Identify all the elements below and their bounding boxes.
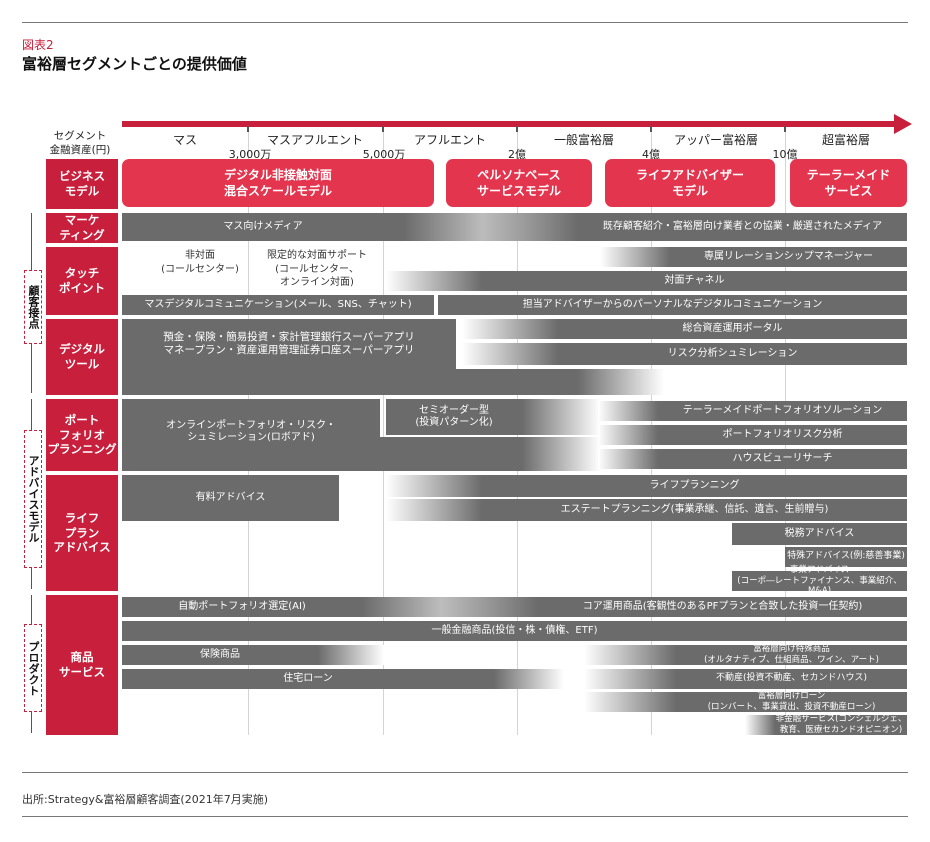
bar-mass-digital: マスデジタルコミュニケーション(メール、SNS、チャット): [122, 295, 434, 315]
fade-block: [522, 399, 600, 435]
bar-robo-extension: [122, 437, 522, 471]
fade-block: [598, 449, 658, 469]
figure-label: 図表2: [22, 38, 54, 52]
bar-paid-advice: 有料アドバイス: [122, 475, 339, 521]
fade-block: [584, 692, 676, 712]
bar-mass-media: マス向けメディア: [122, 213, 404, 241]
tick-label: 4億: [642, 148, 660, 161]
bar-house-view: ハウスビューリサーチ: [658, 449, 907, 469]
bar-wealthy-media: 既存顧客紹介・富裕層向け業者との協業・厳選されたメディア: [578, 213, 907, 241]
business-model-tailormade: テーラーメイド サービス: [790, 159, 907, 207]
row-label-products: 商品 サービス: [46, 595, 118, 735]
bar-semi-order: セミオーダー型 (投資パターン化): [386, 399, 522, 435]
fade-block: [362, 597, 538, 617]
fade-block: [494, 669, 564, 689]
bar-nonfinancial: 非金融サービス(コンシェルジェ、 教育、医療セカンドオピニオン): [775, 714, 907, 735]
bar-wealthy-loan: 富裕層向けローン (ロンバート、事業貸出、投資不動産ローン): [676, 691, 907, 712]
bar-tailormade-portfolio: テーラーメイドポートフォリオソルーション: [658, 401, 907, 421]
row-label-lifeplan: ライフ プラン アドバイス: [46, 475, 118, 591]
fade-block: [318, 645, 384, 665]
bar-core-products: コア運用商品(客観性のあるPFプランと合致した投資一任契約): [538, 597, 907, 617]
row-label-marketing: マーケ ティング: [46, 213, 118, 243]
bar-mortgage: 住宅ローン: [122, 669, 494, 689]
bar-relationship-manager: 専属リレーションシップマネージャー: [670, 247, 907, 267]
business-model-persona: ペルソナベース サービスモデル: [446, 159, 592, 207]
business-model-life-advisor: ライフアドバイザー モデル: [605, 159, 775, 207]
fade-block: [578, 369, 664, 395]
fade-block: [584, 669, 676, 689]
bar-super-apps: 預金・保険・簡易投資・家計管理銀行スーパーアプリ マネープラン・資産運用管理証券…: [122, 319, 456, 369]
fade-block: [462, 319, 558, 339]
fade-block: [386, 271, 482, 291]
tick-label: 5,000万: [362, 148, 406, 161]
row-label-digital-tool: デジタル ツール: [46, 319, 118, 395]
bar-real-estate: 不動産(投資不動産、セカンドハウス): [676, 669, 907, 689]
fade-block: [745, 715, 775, 735]
bar-tax-advice: 税務アドバイス: [732, 523, 907, 545]
axis-arrow: [122, 114, 912, 134]
fade-block: [386, 475, 482, 497]
segment-label: 超富裕層: [821, 133, 871, 147]
axis-header-assets: 金融資産(円): [49, 143, 111, 156]
bar-risk-simulation: リスク分析シュミレーション: [558, 343, 907, 365]
group-label-advice: アドバイスモデル: [24, 430, 42, 568]
segment-label: アッパー富裕層: [673, 133, 759, 147]
bar-personal-digital: 担当アドバイザーからのパーソナルなデジタルコミュニケーション: [438, 295, 907, 315]
tick-mark: [382, 126, 384, 132]
tick-label: 3,000万: [228, 148, 272, 161]
bar-auto-portfolio: 自動ポートフォリオ選定(AI): [122, 597, 362, 617]
fade-block: [404, 213, 578, 241]
bottom-rule: [22, 816, 908, 817]
bar-estate-planning: エステートプランニング(事業承継、信託、遺言、生前贈与): [482, 499, 907, 521]
top-rule: [22, 22, 908, 23]
source-note: 出所:Strategy&富裕層顧客調査(2021年7月実施): [22, 793, 268, 806]
fade-block: [522, 437, 600, 471]
text-limited-support: 限定的な対面サポート (コールセンター、 オンライン対面): [267, 250, 367, 288]
row-label-portfolio: ポート フォリオ プランニング: [46, 399, 118, 471]
business-model-scale: デジタル非接触対面 混合スケールモデル: [122, 159, 434, 207]
bar-face-channel: 対面チャネル: [482, 271, 907, 291]
axis-header-segment: セグメント: [53, 130, 107, 142]
tick-mark: [650, 126, 652, 132]
figure-title: 富裕層セグメントごとの提供価値: [22, 55, 247, 73]
bar-business-advice: 事業アドバイス (コーポ―レートファイナンス、事業紹介、M&A): [732, 565, 907, 596]
text-robo-advisor: オンラインポートフォリオ・リスク・ シュミレーション(ロボアド): [166, 419, 336, 444]
fade-block: [598, 401, 658, 421]
fade-block: [600, 247, 670, 267]
fade-block: [598, 425, 658, 445]
tick-label: 10億: [772, 148, 798, 161]
bar-insurance: 保険商品: [122, 645, 318, 665]
text-nonface: 非対面 (コールセンター): [161, 250, 239, 275]
fade-block: [462, 343, 558, 365]
group-label-product: プロダクト: [24, 624, 42, 712]
fade-block: [584, 645, 676, 665]
bar-wealthy-special: 富裕層向け特殊商品 (オルタナティブ、仕組商品、ワイン、アート): [676, 644, 907, 665]
segment-label: 一般富裕層: [553, 133, 615, 147]
axis-header: セグメント 金融資産(円): [40, 130, 120, 157]
segment-label: マスアフルエント: [266, 133, 364, 147]
bar-special-advice: 特殊アドバイス(例:慈善事業): [785, 547, 907, 567]
tick-mark: [247, 126, 249, 132]
footer-rule: [22, 772, 908, 773]
bar-life-planning: ライフプランニング: [482, 475, 907, 497]
segment-label: アフルエント: [413, 133, 487, 147]
grid-line: [383, 127, 384, 735]
row-label-business-model: ビジネス モデル: [46, 159, 118, 209]
fade-block: [386, 499, 482, 521]
row-label-touchpoint: タッチ ポイント: [46, 247, 118, 315]
bar-super-apps-extension: [122, 369, 578, 395]
bar-asset-portal: 総合資産運用ポータル: [558, 319, 907, 339]
tick-mark: [784, 126, 786, 132]
bar-general-products: 一般金融商品(投信・株・債権、ETF): [122, 621, 907, 641]
bar-portfolio-risk: ポートフォリオリスク分析: [658, 425, 907, 445]
segment-label: マス: [172, 133, 198, 147]
tick-mark: [516, 126, 518, 132]
tick-label: 2億: [508, 148, 526, 161]
group-label-customer: 顧客接点: [24, 270, 42, 344]
